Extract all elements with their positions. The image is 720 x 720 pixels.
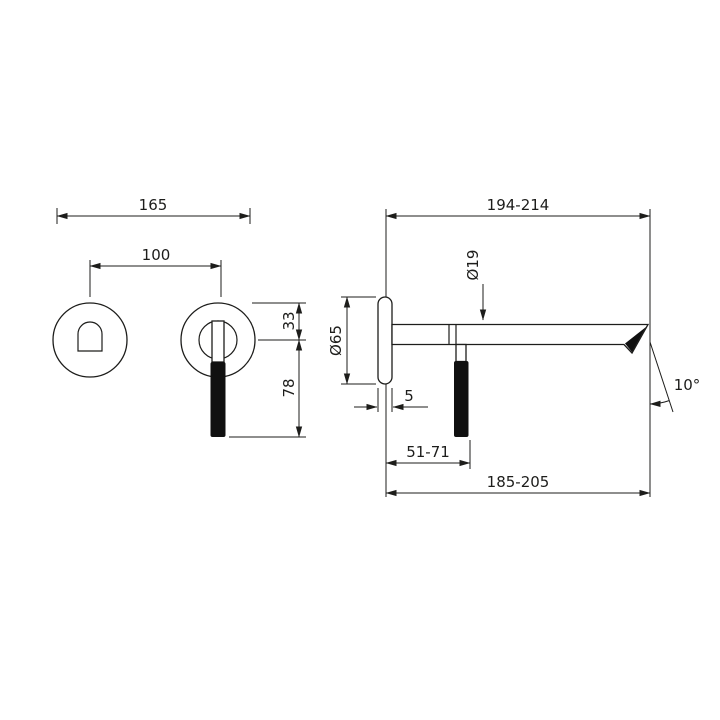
axis-to-top-label: 33 bbox=[280, 311, 298, 330]
front-view: 165 100 33 bbox=[52, 196, 306, 438]
dim-spout-reach: 185-205 bbox=[385, 473, 651, 497]
stream-angle-label: 10° bbox=[674, 376, 701, 394]
dim-overall-width: 165 bbox=[56, 196, 251, 224]
stream-angle-line bbox=[649, 341, 674, 413]
side-view: 194-214 Ø65 Ø19 bbox=[327, 196, 700, 497]
dim-vertical-front: 33 78 bbox=[229, 302, 306, 438]
handle-reach-label: 51-71 bbox=[406, 443, 450, 461]
dim-plate-diameter: Ø65 bbox=[327, 296, 376, 385]
centers-distance-label: 100 bbox=[142, 246, 171, 264]
plate-diameter-label: Ø65 bbox=[327, 325, 345, 356]
dim-centers-distance: 100 bbox=[89, 246, 222, 297]
dim-plate-thickness: 5 bbox=[354, 387, 428, 412]
dim-handle-reach: 51-71 bbox=[385, 440, 471, 469]
handle-stem-side bbox=[455, 343, 467, 363]
spout-side bbox=[391, 323, 650, 355]
plate-thickness-label: 5 bbox=[404, 387, 414, 405]
spout-reach-label: 185-205 bbox=[487, 473, 550, 491]
axis-to-handle-end-label: 78 bbox=[280, 378, 298, 397]
handle-grip-side bbox=[454, 361, 469, 437]
spout-aerator-tip bbox=[625, 327, 646, 352]
handle-grip-front bbox=[210, 362, 226, 437]
overall-reach-label: 194-214 bbox=[487, 196, 550, 214]
spout-escutcheon-front bbox=[52, 302, 128, 378]
spout-diameter-label: Ø19 bbox=[464, 250, 482, 281]
handle-stem-front bbox=[211, 320, 225, 363]
overall-width-label: 165 bbox=[139, 196, 168, 214]
wall-plate-side bbox=[377, 296, 393, 385]
angle-arc bbox=[649, 400, 670, 408]
dim-overall-reach: 194-214 bbox=[385, 196, 651, 220]
dim-spout-diameter: Ø19 bbox=[464, 250, 487, 321]
dim-stream-angle: 10° bbox=[649, 341, 701, 413]
spout-outlet-front bbox=[77, 321, 103, 352]
